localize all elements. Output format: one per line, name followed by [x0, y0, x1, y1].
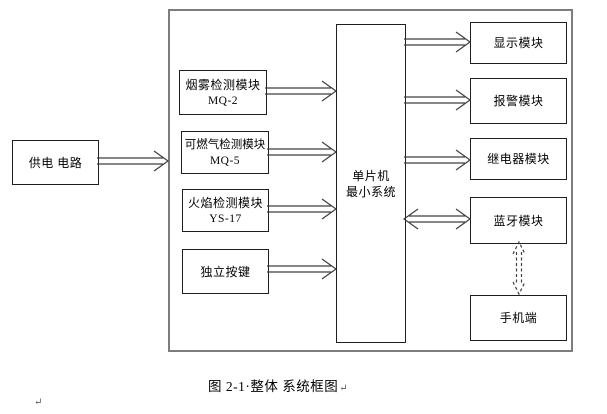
smoke-sensor-model: MQ-2	[207, 94, 239, 107]
power-supply-box: 供电 电路	[12, 140, 99, 185]
relay-module-label: 继电器模块	[487, 152, 550, 166]
display-module-box: 显示模块	[470, 22, 567, 64]
arrow-power-to-system	[97, 150, 170, 172]
gas-sensor-box: 可燃气检测模块 MQ-5	[181, 131, 269, 174]
figure-caption: 图 2-1·整体 系统框图↵	[208, 375, 348, 395]
bluetooth-module-box: 蓝牙模块	[470, 197, 567, 244]
phone-client-label: 手机端	[499, 311, 538, 325]
relay-module-box: 继电器模块	[470, 138, 567, 180]
smoke-sensor-label: 烟雾检测模块	[185, 77, 261, 92]
independent-keys-box: 独立按键	[182, 249, 269, 294]
caption-return-mark-icon: ↵	[339, 383, 349, 394]
smoke-sensor-box: 烟雾检测模块 MQ-2	[179, 70, 267, 115]
mcu-minimum-system-box: 单片机 最小系统	[336, 24, 406, 343]
flame-sensor-model: YS-17	[209, 212, 242, 225]
power-supply-label: 供电 电路	[28, 155, 83, 170]
bluetooth-module-label: 蓝牙模块	[493, 213, 544, 228]
alarm-module-box: 报警模块	[470, 78, 567, 124]
paragraph-return-mark-icon: ↵	[34, 397, 43, 408]
alarm-module-label: 报警模块	[493, 94, 544, 108]
independent-keys-label: 独立按键	[200, 264, 251, 279]
mcu-label-line1: 单片机	[352, 168, 390, 183]
flame-sensor-label: 火焰检测模块	[187, 195, 263, 210]
mcu-label-line2: 最小系统	[345, 184, 396, 199]
gas-sensor-model: MQ-5	[209, 154, 241, 167]
phone-client-box: 手机端	[470, 295, 567, 341]
display-module-label: 显示模块	[493, 36, 544, 50]
system-boundary-rectangle	[168, 9, 573, 352]
figure-caption-text: 图 2-1·整体 系统框图	[208, 379, 339, 394]
flame-sensor-box: 火焰检测模块 YS-17	[182, 189, 269, 232]
gas-sensor-label: 可燃气检测模块	[184, 138, 266, 151]
